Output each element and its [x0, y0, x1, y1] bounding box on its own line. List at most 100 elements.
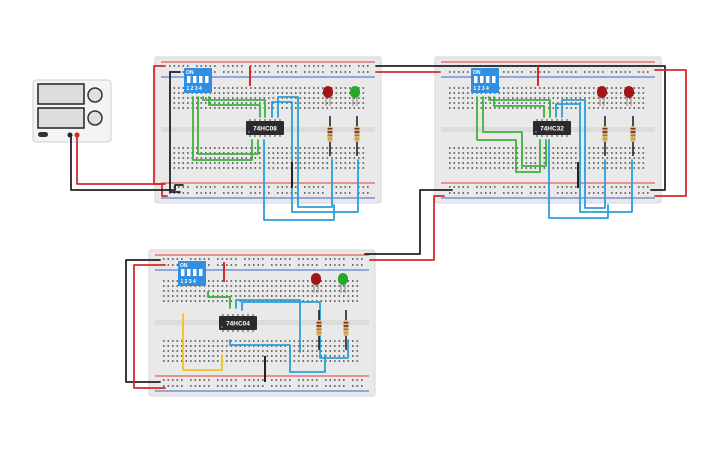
resistor-band: [343, 328, 349, 330]
dip-switch-toggle[interactable]: [187, 269, 191, 276]
resistor-band: [630, 134, 636, 136]
ic-pin: [237, 314, 239, 316]
ic-chip-label: 74HC08: [253, 126, 277, 133]
led-body: [311, 273, 321, 285]
resistor-band: [630, 131, 636, 133]
ic-pin: [264, 119, 266, 121]
resistor-band: [343, 331, 349, 334]
ic-pin: [242, 330, 244, 332]
resistor-band: [630, 128, 636, 130]
voltage-display: [37, 83, 85, 105]
ic-chip-body: [246, 121, 284, 135]
green-led[interactable]: [350, 86, 360, 106]
dip-switch-toggle[interactable]: [181, 269, 185, 276]
ic-pin: [259, 135, 261, 137]
dip-switch-toggle[interactable]: [474, 76, 478, 83]
resistor: [327, 116, 333, 156]
resistor-band: [343, 325, 349, 327]
resistor-band: [354, 137, 360, 140]
wire-blue: [235, 299, 301, 353]
resistor: [343, 310, 349, 350]
ic-pin: [536, 135, 538, 137]
dip-switch-toggle[interactable]: [486, 76, 490, 83]
resistor-band: [354, 128, 360, 130]
ic-pin: [222, 314, 224, 316]
ic-chip: 74HC32: [533, 119, 571, 137]
ic-pin: [269, 119, 271, 121]
led-body: [597, 86, 607, 98]
ic-pin: [232, 330, 234, 332]
led-body: [338, 273, 348, 285]
red-led[interactable]: [323, 86, 333, 106]
ic-pin: [254, 119, 256, 121]
power-switch[interactable]: [38, 132, 48, 137]
ic-chip-body: [219, 316, 257, 330]
dip-switch[interactable]: ON1 2 3 4: [471, 68, 499, 93]
dip-switch-toggle[interactable]: [205, 76, 209, 83]
ic-pin: [227, 330, 229, 332]
resistor-band: [316, 325, 322, 327]
led-body: [350, 86, 360, 98]
dip-switch-toggle[interactable]: [480, 76, 484, 83]
wire-board-link-red-bottom: [369, 195, 445, 261]
ic-pin: [566, 119, 568, 121]
resistor: [354, 116, 360, 156]
ic-pin: [242, 314, 244, 316]
voltage-knob[interactable]: [87, 87, 103, 103]
resistor-band: [630, 137, 636, 140]
dip-switch-toggle[interactable]: [187, 76, 191, 83]
ic-notch: [248, 131, 250, 133]
dip-switch-toggle[interactable]: [193, 269, 197, 276]
resistor-band: [602, 134, 608, 136]
wire-green: [202, 96, 266, 118]
wire-blue: [561, 99, 606, 209]
dip-switch-numbers: 1 2 3 4: [181, 279, 197, 285]
resistor-band: [354, 134, 360, 136]
dip-switch[interactable]: ON1 2 3 4: [178, 261, 206, 286]
resistor: [602, 116, 608, 156]
dip-switch-toggle[interactable]: [193, 76, 197, 83]
ic-chip: 74HC04: [219, 314, 257, 332]
ic-pin: [232, 314, 234, 316]
resistor-band: [343, 322, 349, 324]
ic-pin: [264, 135, 266, 137]
wire-blue: [229, 339, 326, 373]
resistor-band: [316, 322, 322, 324]
ic-pin: [237, 330, 239, 332]
dip-switch[interactable]: ON1 2 3 4: [184, 68, 212, 93]
wire-blue: [548, 139, 609, 219]
dip-switch-toggle[interactable]: [199, 76, 203, 83]
wire-board-link-black-bottom: [364, 189, 453, 255]
green-led[interactable]: [338, 273, 348, 293]
wire-green: [208, 96, 261, 118]
resistor-band: [327, 134, 333, 136]
resistor-band: [327, 128, 333, 130]
wire-green: [488, 96, 551, 118]
dip-switch-toggle[interactable]: [492, 76, 496, 83]
resistor-band: [327, 137, 333, 140]
wire-board3-rail-red: [133, 264, 166, 389]
wire-board2-rail-red: [654, 69, 687, 197]
ic-pin: [541, 119, 543, 121]
ic-notch: [535, 131, 537, 133]
ic-pin: [254, 135, 256, 137]
resistor-band: [316, 331, 322, 334]
center-channel: [155, 320, 369, 325]
dip-switch-numbers: 1 2 3 4: [187, 86, 203, 92]
led-body: [323, 86, 333, 98]
ic-pin: [227, 314, 229, 316]
ic-pin: [252, 330, 254, 332]
red-led[interactable]: [624, 86, 634, 106]
wire-green: [482, 96, 547, 167]
wire-blue: [277, 96, 333, 208]
wire-blue: [271, 101, 359, 213]
ic-pin: [259, 119, 261, 121]
red-led[interactable]: [311, 273, 321, 293]
dip-switch-toggle[interactable]: [199, 269, 203, 276]
current-knob[interactable]: [87, 110, 103, 126]
ic-pin: [536, 119, 538, 121]
ic-pin: [279, 135, 281, 137]
ic-pin: [551, 135, 553, 137]
red-led[interactable]: [597, 86, 607, 106]
